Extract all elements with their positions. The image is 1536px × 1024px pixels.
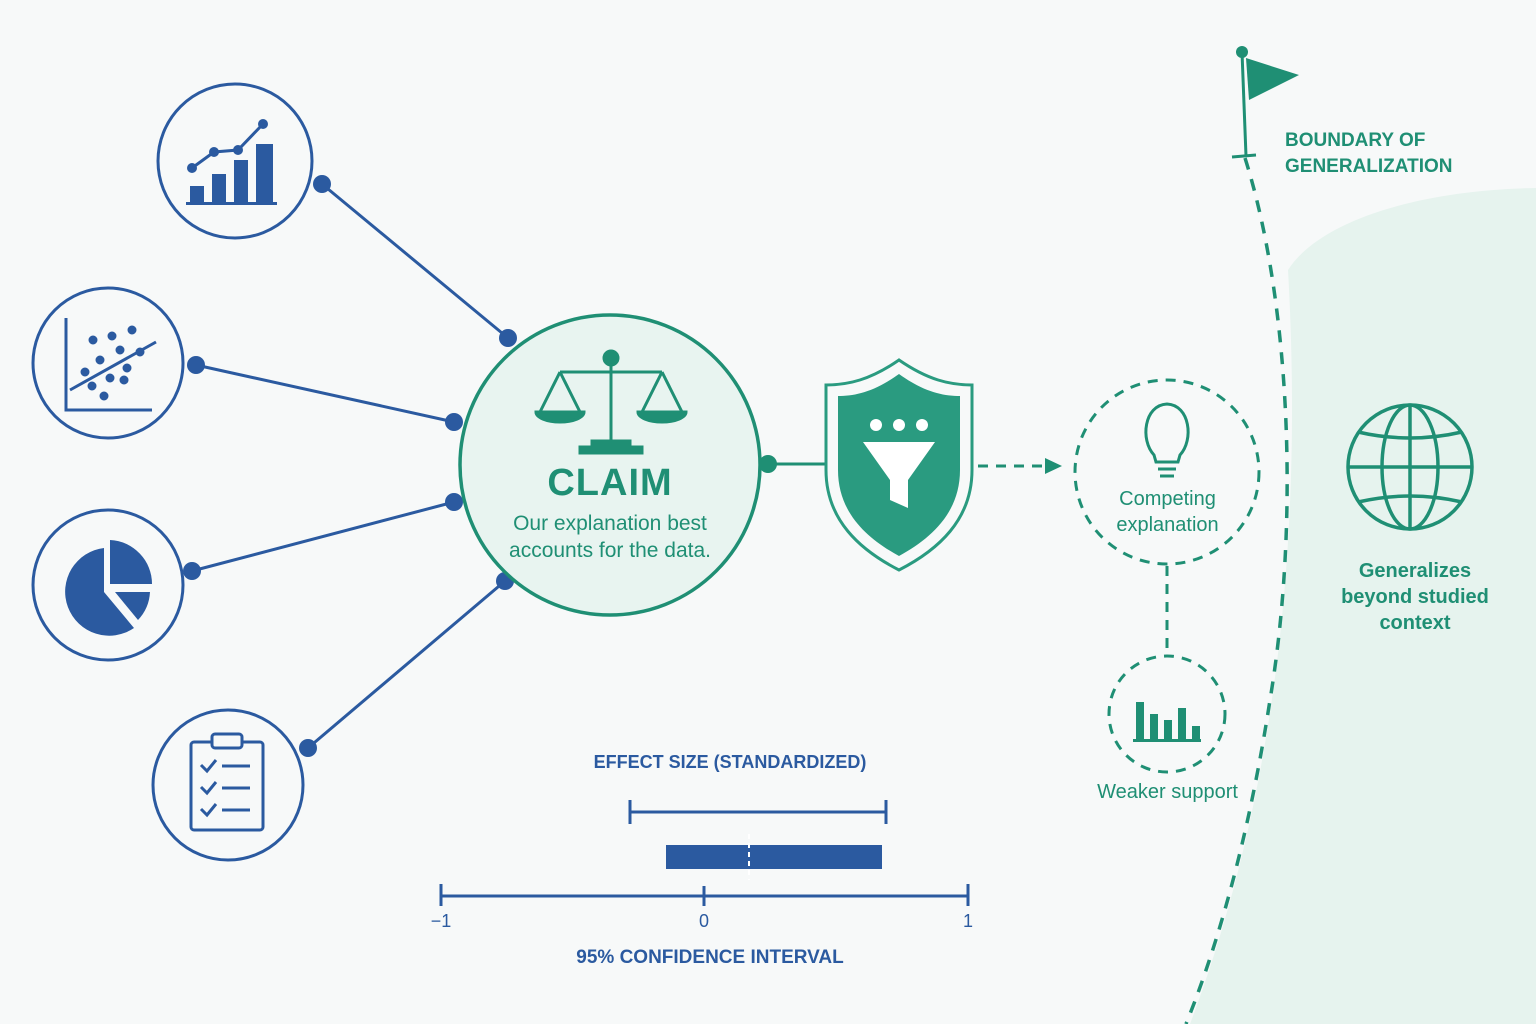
competing-node [1073,378,1261,566]
evidence-node-chart [156,82,314,240]
effect-size-chart [439,800,970,906]
connector-line-4 [307,579,506,750]
pie-chart-icon [65,540,153,636]
checklist-clipboard-icon [189,732,265,832]
connector-line-2 [195,363,455,424]
weaker-label: Weaker support [1097,781,1238,803]
evidence-node-scatter [31,286,185,440]
connector-dot [299,739,317,757]
balance-scale-icon [534,349,688,455]
tick-label-0: 0 [698,911,709,931]
effect-bar [666,845,882,869]
generalizes-label: Generalizes beyond studied context [1341,560,1489,634]
connector-line-1 [321,182,509,340]
claim-text: Our explanation best accounts for the da… [509,512,711,562]
globe-icon [1346,403,1474,531]
shield-filter-icon [824,358,974,572]
tick-label-1: 1 [962,911,973,931]
arrow-head-icon [1045,458,1062,474]
scatter-plot-icon [64,318,157,412]
claim-node [458,313,762,617]
evidence-node-checklist [151,708,305,862]
lightbulb-icon [1144,402,1190,478]
boundary-line1: BOUNDARY OF [1285,130,1426,151]
connector-dot [187,356,205,374]
connector-dot [499,329,517,347]
connector-dot [313,175,331,193]
connector-dot [759,455,777,473]
connector-dot [445,493,463,511]
evidence-node-pie [31,508,185,662]
generalization-region [1190,188,1536,1024]
tick-label-neg1: −1 [430,911,452,931]
connector-dot [445,413,463,431]
confidence-interval-label: 95% CONFIDENCE INTERVAL [576,947,844,968]
competing-label: Competing explanation [1116,488,1219,536]
claim-title: CLAIM [547,462,673,504]
weaker-node [1107,654,1227,774]
small-bar-chart-icon [1133,702,1201,742]
boundary-line2: GENERALIZATION [1285,156,1453,177]
connector-line-3 [191,500,455,573]
flag-icon [1231,46,1299,159]
boundary-line [1184,157,1289,1024]
boundary-label: BOUNDARY OF GENERALIZATION [1285,128,1452,180]
connector-dot [183,562,201,580]
bar-line-chart-icon [186,119,277,205]
effect-size-title: EFFECT SIZE (STANDARDIZED) [593,752,867,772]
